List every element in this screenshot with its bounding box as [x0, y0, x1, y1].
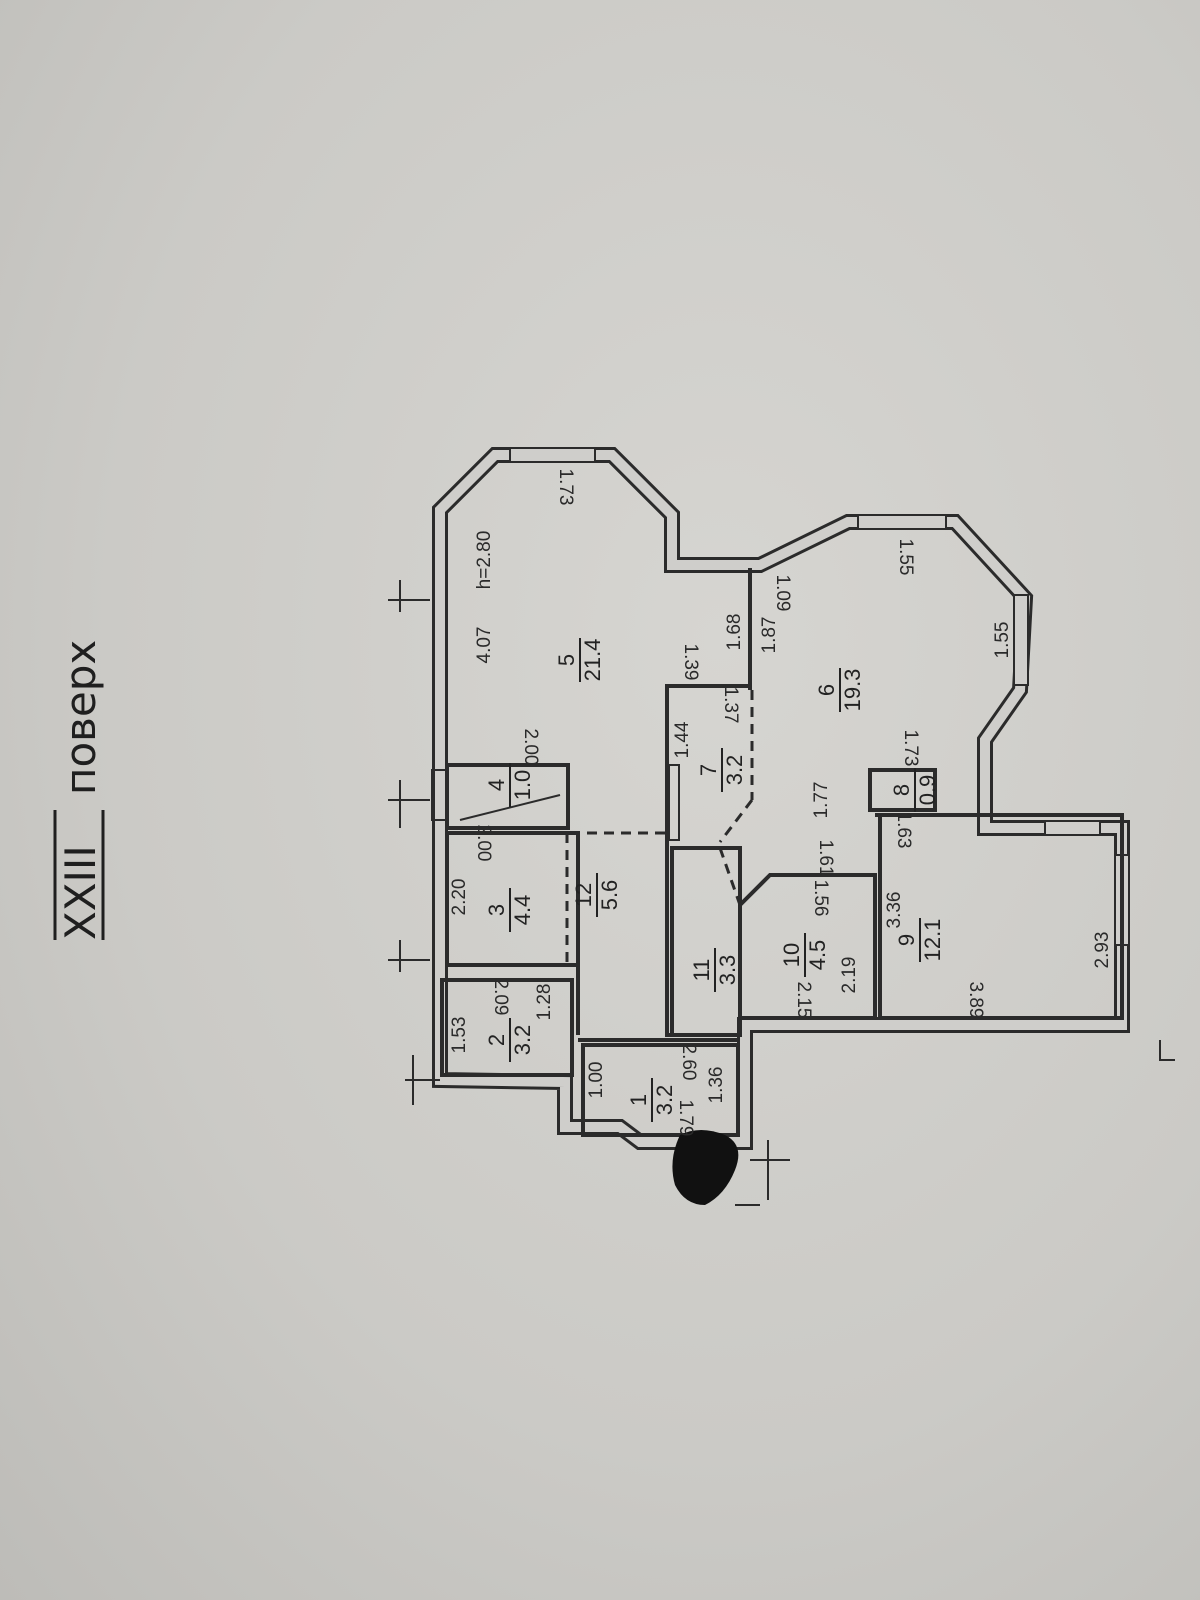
dimension-label: 2.09	[490, 979, 511, 1016]
ceiling-height-label: h=2.80	[474, 531, 495, 590]
dimension-label: 1.77	[811, 782, 832, 819]
dimension-label: 2.93	[1092, 932, 1113, 969]
dimension-label: 1.56	[810, 880, 831, 917]
room-number: 4	[484, 779, 509, 791]
window	[1044, 820, 1101, 836]
dimension-label: 1.79	[675, 1100, 696, 1137]
room-number: 2	[484, 1034, 509, 1046]
floor-word: поверх	[56, 640, 105, 795]
dimension-label: 1.00	[586, 1062, 607, 1099]
dimension-label: 3.36	[884, 892, 905, 929]
room-area: 1.0	[510, 770, 535, 801]
room-number: 11	[689, 959, 714, 982]
dimension-label: 2.19	[839, 957, 860, 994]
dimension-label: 2.00	[520, 729, 541, 766]
dimension-label: 1.55	[895, 539, 916, 576]
dimension-label: 2.20	[449, 879, 470, 916]
room-area: 3.2	[722, 755, 747, 786]
dimension-label: 1.61	[815, 840, 836, 877]
zone-dividers	[565, 690, 754, 965]
room-number: 8	[889, 784, 914, 796]
room-number: 5	[554, 654, 579, 666]
room-area: 19.3	[840, 669, 865, 712]
dimension-label: 1.53	[449, 1017, 470, 1054]
room-area: 21.4	[580, 639, 605, 682]
dimension-label: 2.00	[473, 825, 494, 862]
window	[509, 447, 596, 463]
dimension-label: 1.73	[555, 469, 576, 506]
interior-walls	[431, 568, 1124, 1137]
dimension-label: 1.37	[720, 687, 741, 724]
floor-title: XXIII поверх	[53, 640, 105, 940]
room-number: 10	[779, 943, 804, 967]
room-area: 3.2	[652, 1085, 677, 1116]
dimension-label: 1.44	[672, 721, 693, 758]
room-area: 3.3	[715, 955, 740, 986]
room-area: 0.9	[915, 775, 940, 806]
dimension-ticks	[388, 580, 1175, 1206]
dimension-label: 1.36	[706, 1067, 727, 1104]
dimension-label: 1.39	[680, 644, 701, 681]
dimension-label: 1.28	[534, 984, 555, 1021]
windows	[509, 447, 1130, 946]
dimension-label: 1.63	[893, 812, 914, 849]
dimension-label: 3.89	[965, 982, 986, 1019]
room-area: 4.5	[805, 940, 830, 971]
dimension-label: 1.68	[724, 614, 745, 651]
dimension-label: 1.73	[900, 730, 921, 767]
dimension-label: 1.55	[992, 622, 1013, 659]
dimension-label: 1.87	[759, 617, 780, 654]
room-number: 7	[696, 764, 721, 776]
room-number: 9	[894, 934, 919, 946]
redaction-blot	[672, 1130, 739, 1205]
dimension-label: 2.15	[793, 982, 814, 1019]
room-number: 6	[814, 684, 839, 696]
room-area: 12.1	[920, 919, 945, 962]
room-number: 12	[571, 883, 596, 907]
room-number: 3	[484, 904, 509, 916]
floor-roman-numeral: XXIII	[56, 845, 105, 940]
room-area: 5.6	[597, 880, 622, 911]
room-area: 4.4	[510, 895, 535, 926]
room-area: 3.2	[510, 1025, 535, 1056]
dimension-label: 1.09	[772, 575, 793, 612]
window	[1013, 594, 1029, 686]
dimension-label: 4.07	[474, 627, 495, 664]
window	[857, 514, 947, 530]
room-number: 1	[626, 1094, 651, 1106]
dimension-label: 2.60	[678, 1044, 699, 1081]
